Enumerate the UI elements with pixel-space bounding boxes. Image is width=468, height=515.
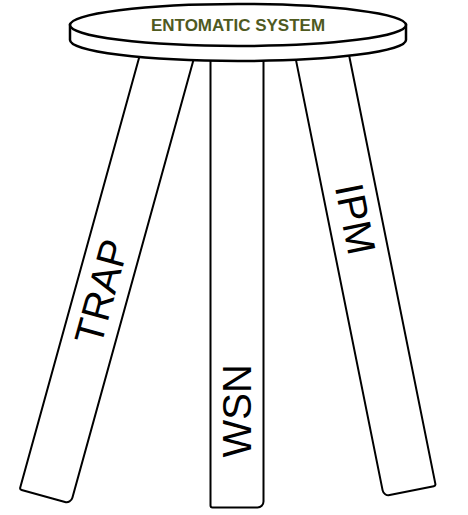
leg-label: TRAP [68,234,135,347]
stool-leg: IPM [293,40,437,498]
stool-leg: TRAP [19,38,197,505]
stool-leg: WSN [210,40,265,508]
seat-title: ENTOMATIC SYSTEM [67,17,409,34]
leg-label: IPM [329,180,382,258]
seat-ellipse: ENTOMATIC SYSTEM [67,2,409,64]
leg-label: WSN [217,364,257,457]
